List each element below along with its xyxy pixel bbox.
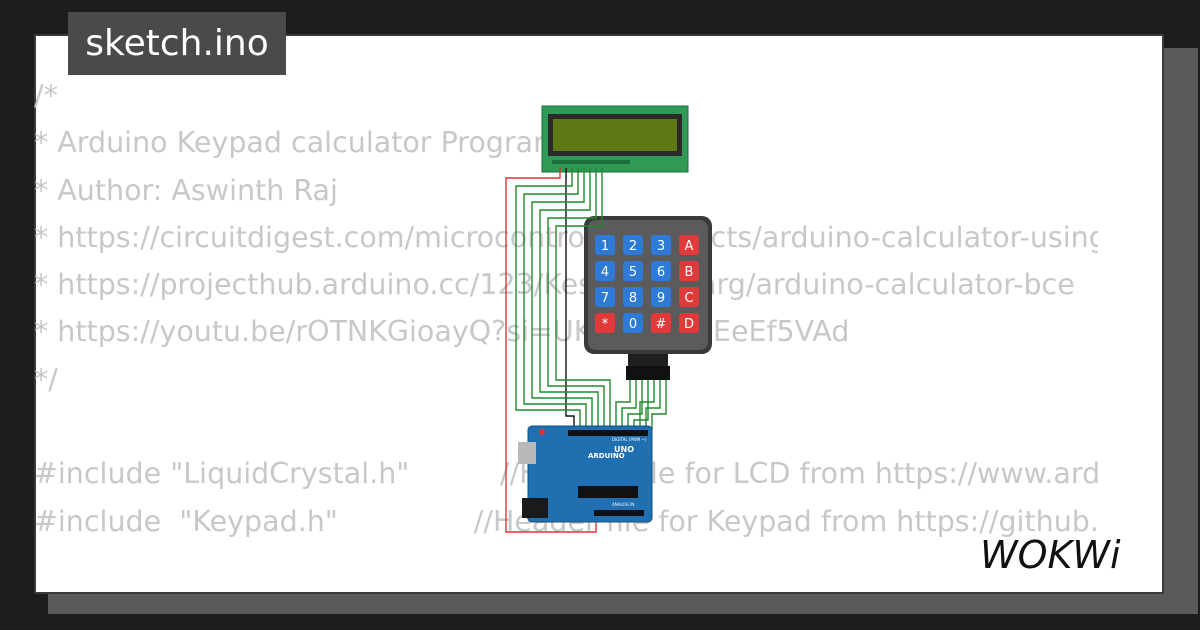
keypad-key-label: A xyxy=(685,239,694,254)
keypad-key[interactable] xyxy=(679,235,699,255)
lcd-display[interactable] xyxy=(541,105,689,173)
svg-text:WOKWi: WOKWi xyxy=(980,533,1121,577)
keypad-key[interactable] xyxy=(595,261,615,281)
keypad-key-label: # xyxy=(656,317,667,332)
keypad-key[interactable] xyxy=(679,261,699,281)
keypad-key-label: 0 xyxy=(629,317,637,332)
wokwi-logo: WOKWi xyxy=(980,533,1122,578)
keypad-key-label: B xyxy=(685,265,694,280)
keypad-key[interactable] xyxy=(651,287,671,307)
keypad-key[interactable] xyxy=(679,313,699,333)
keypad-key-label: 3 xyxy=(657,239,665,254)
keypad-key-label: 4 xyxy=(601,265,609,280)
keypad-key[interactable] xyxy=(651,313,671,333)
keypad-key-label: 8 xyxy=(629,291,637,306)
keypad-key[interactable] xyxy=(595,235,615,255)
keypad-key[interactable] xyxy=(623,287,643,307)
keypad-key-label: 9 xyxy=(657,291,665,306)
arduino-uno-board[interactable]: ARDUINO UNO DIGITAL (PWM ~) ANALOG IN xyxy=(518,425,653,523)
file-name-tab[interactable]: sketch.ino xyxy=(68,12,286,75)
code-line: */ xyxy=(34,362,58,396)
keypad-key-label: C xyxy=(684,291,693,306)
wires xyxy=(505,168,667,533)
keypad-key[interactable] xyxy=(623,235,643,255)
keypad-key-label: * xyxy=(602,317,609,332)
code-line: * Author: Aswinth Raj xyxy=(34,173,338,207)
keypad-key[interactable] xyxy=(623,261,643,281)
keypad-key[interactable] xyxy=(595,313,615,333)
keypad-key-label: D xyxy=(684,317,694,332)
code-line: * https://youtu.be/rOTNKGioayQ?si=UKDVDH… xyxy=(34,315,850,349)
keypad-key[interactable] xyxy=(679,287,699,307)
keypad-key[interactable] xyxy=(623,313,643,333)
code-line: /* xyxy=(34,79,58,112)
keypad-key[interactable] xyxy=(595,287,615,307)
digital-pins-label: DIGITAL (PWM ~) xyxy=(612,437,647,442)
keypad-key-label: 7 xyxy=(601,291,609,306)
keypad-key-label: 5 xyxy=(629,265,637,280)
arduino-model-text: UNO xyxy=(614,445,634,454)
keypad-key[interactable] xyxy=(651,235,671,255)
code-line: * Arduino Keypad calculator Program xyxy=(34,126,561,160)
arduino-logo-text: ARDUINO xyxy=(588,452,625,460)
membrane-keypad[interactable]: 1 2 3 A 4 5 6 B 7 8 9 C * 0 # D xyxy=(584,216,712,380)
keypad-key-label: 6 xyxy=(657,265,665,280)
keypad-key-label: 1 xyxy=(601,239,609,254)
analog-pins-label: ANALOG IN xyxy=(612,502,634,507)
keypad-key-label: 2 xyxy=(629,239,637,254)
keypad-key[interactable] xyxy=(651,261,671,281)
